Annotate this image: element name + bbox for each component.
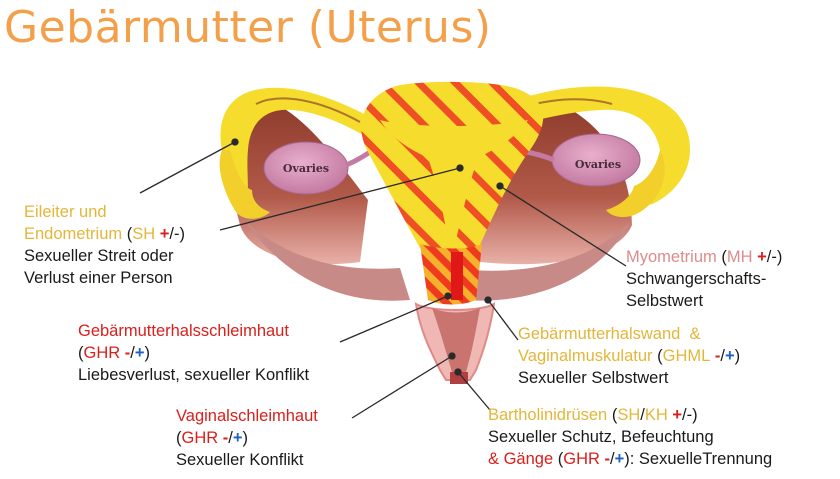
bartholin-code1: SH [617,406,641,424]
halsschleimhaut-plus: + [134,344,145,362]
vaginal-close: ) [242,429,249,447]
right-fimbriae [606,150,665,218]
left-lower-flank [246,222,410,301]
vaginal-slash: / [228,429,233,447]
ovary-label-right: Ovaries [575,158,621,171]
gaenge-name: & Gänge [488,450,554,468]
halsschleimhaut-code: GHR [83,344,121,362]
bartholin-name: Bartholinidrüsen [488,406,608,424]
right-lower-flank [464,222,630,301]
myometrium-name: Myometrium [626,248,717,266]
label-eileiter: Eileiter und Endometrium (SH +/-) Sexuel… [24,201,185,289]
cervical-canal [451,252,463,300]
eileiter-line1: Eileiter und [24,203,107,221]
myometrium-desc2: Selbstwert [626,292,704,310]
halsschleimhaut-close: ) [144,344,151,362]
myometrium-open: ( [716,248,727,266]
callout-lines [139,138,627,419]
halsschleimhaut-name: Gebärmutterhalsschleimhaut [78,322,289,340]
label-vaginal: Vaginalschleimhaut (GHR -/+) Sexueller K… [176,405,318,471]
vagina-inner [432,308,480,372]
vaginal-minus: - [218,429,229,447]
left-fimbriae [219,150,270,219]
myometrium-plus: + [757,248,767,266]
eileiter-plus: + [159,225,170,243]
callout-halsschleimhaut [339,295,449,343]
halsschleimhaut-desc: Liebesverlust, sexueller Konflikt [78,366,310,384]
halswand-slash: / [720,347,725,365]
myometrium-code: MH [726,248,753,266]
bartholin-minus: /-) [682,406,698,424]
label-bartholin: Bartholinidrüsen (SH/KH +/-) Sexueller S… [488,404,772,470]
left-fallopian-tube [220,87,372,200]
halswand-line1: Gebärmutterhalswand & [518,325,701,343]
eileiter-minus: /-) [169,225,185,243]
callout-eileiter-2 [219,167,461,231]
vaginal-opening [450,372,468,384]
eileiter-desc1: Sexueller Streit oder [24,247,174,265]
bartholin-open: ( [607,406,618,424]
endometrium [380,120,528,240]
vaginal-desc: Sexueller Konflikt [176,451,304,469]
halswand-open: ( [652,347,663,365]
callout-halswand [487,299,519,341]
left-tube-lumen [255,97,361,123]
left-ovary [263,141,349,195]
vaginal-open: ( [176,429,182,447]
halsschleimhaut-open: ( [78,344,84,362]
gaenge-open: ( [553,450,564,468]
vaginal-name: Vaginalschleimhaut [176,407,318,425]
bartholin-slash: / [640,406,645,424]
halswand-plus: + [724,347,735,365]
ovary-label-left: Ovaries [283,162,329,175]
gaenge-code: GHR [563,450,600,468]
eileiter-desc2: Verlust einer Person [24,269,173,287]
halswand-close: ) [734,347,741,365]
callout-bartholin [457,371,491,411]
page-title: Gebärmutter (Uterus) [4,2,492,53]
gaenge-minus: - [599,450,610,468]
callout-myometrium [499,185,627,267]
eileiter-open: ( [122,225,133,243]
gaenge-plus: + [614,450,625,468]
myometrium-minus: /-) [766,248,783,266]
myometrium-desc1: Schwangerschafts- [626,270,767,288]
halsschleimhaut-slash: / [130,344,135,362]
vaginalmuskulatur-name: Vaginalmuskulatur [518,347,653,365]
label-myometrium: Myometrium (MH +/-) Schwangerschafts- Se… [626,246,782,312]
gaenge-slash: / [610,450,615,468]
halswand-desc: Sexueller Selbstwert [518,369,669,387]
label-halsschleimhaut: Gebärmutterhalsschleimhaut (GHR -/+) Lie… [78,320,309,386]
endometrium-name: Endometrium [24,225,123,243]
vaginal-plus: + [232,429,243,447]
callout-vaginal [351,355,453,419]
bartholin-plus: + [667,406,683,424]
gaenge-tail: ): SexuelleTrennung [624,450,773,468]
callout-eileiter-1 [139,141,236,194]
label-halswand: Gebärmutterhalswand & Vaginalmuskulatur … [518,323,740,389]
vaginal-code: GHR [181,429,219,447]
eileiter-code: SH [132,225,156,243]
halswand-code: GHML [662,347,711,365]
halsschleimhaut-minus: - [120,344,131,362]
halswand-minus: - [710,347,721,365]
bartholin-code2: KH [644,406,668,424]
bartholin-desc1: Sexueller Schutz, Befeuchtung [488,428,714,446]
